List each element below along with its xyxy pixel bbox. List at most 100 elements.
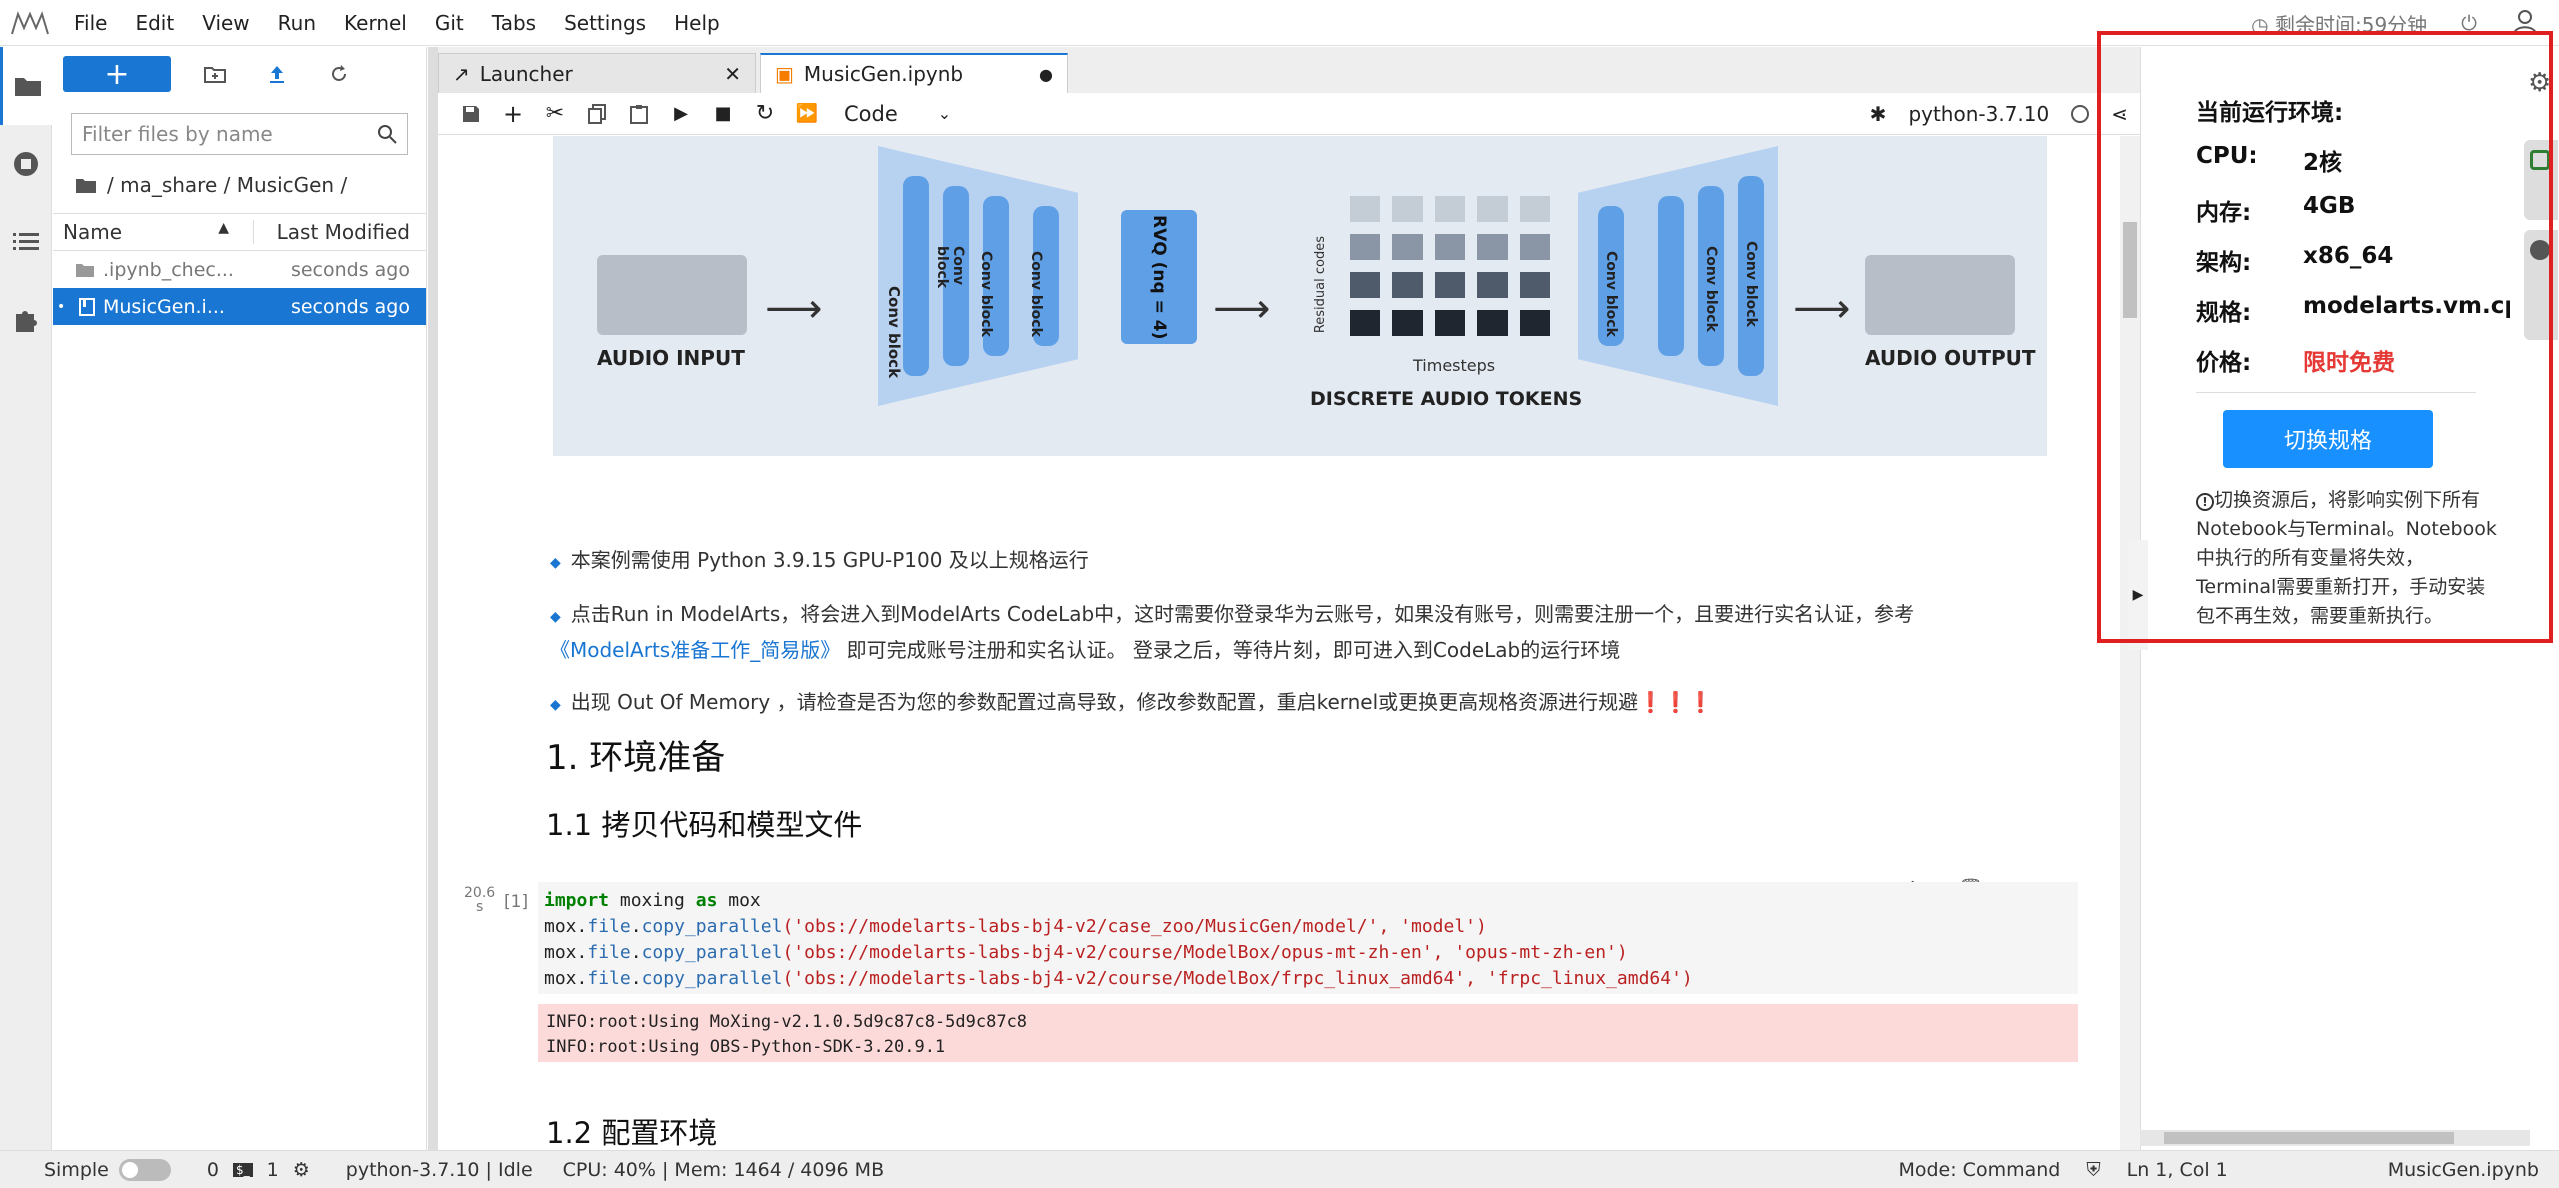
stack-icon <box>2530 240 2550 260</box>
refresh-icon[interactable] <box>321 56 357 92</box>
copy-icon[interactable] <box>576 93 618 135</box>
menu-tabs[interactable]: Tabs <box>491 10 537 35</box>
arch-label: 架构: <box>2196 250 2252 276</box>
search-icon <box>378 125 397 144</box>
running-icon[interactable] <box>0 125 52 203</box>
jupyter-logo <box>0 0 60 46</box>
run-icon[interactable]: ▶ <box>674 103 688 124</box>
mode-indicator[interactable]: Mode: Command <box>1898 1158 2061 1181</box>
arch-value: x86_64 <box>2303 243 2394 269</box>
env-title: 当前运行环境: <box>2196 100 2344 126</box>
upload-icon[interactable] <box>259 56 295 92</box>
file-browser: + Filter files by name / ma_share / Musi… <box>53 47 427 1150</box>
scrollbar-thumb[interactable] <box>2123 222 2137 318</box>
kernel-gear-icon: ⚙ <box>292 1158 310 1181</box>
layers-icon <box>2530 150 2550 170</box>
notebook-content: AUDIO INPUT ⟶ Conv block Conv block Conv… <box>438 136 2120 1150</box>
file-browser-toolbar: + <box>53 47 426 101</box>
file-list-header: Name▲ Last Modified <box>53 213 426 251</box>
kernel-count[interactable]: 1 <box>266 1158 279 1181</box>
name-column-header[interactable]: Name▲ <box>63 220 229 244</box>
audio-output-waveform <box>1865 255 2015 335</box>
exclamation-icons: ❗❗❗ <box>1638 690 1713 714</box>
new-launcher-button[interactable]: + <box>63 56 171 92</box>
share-icon[interactable]: ⋖ <box>2111 101 2128 126</box>
horizontal-scrollbar[interactable] <box>2140 1130 2530 1146</box>
file-filter-input[interactable]: Filter files by name <box>71 113 408 155</box>
folder-icon[interactable] <box>75 176 97 194</box>
mem-label: 内存: <box>2196 200 2252 226</box>
menu-run[interactable]: Run <box>277 10 317 35</box>
menu-git[interactable]: Git <box>434 10 464 35</box>
arrow-icon: ⟶ <box>1213 286 1271 332</box>
cpu-value: 2核 <box>2303 150 2343 176</box>
save-icon[interactable] <box>450 93 492 135</box>
conv-block <box>1658 196 1684 356</box>
conv-block <box>1738 176 1764 376</box>
kernel-status[interactable]: python-3.7.10 | Idle <box>345 1158 533 1181</box>
running-dot-icon: • <box>57 298 66 315</box>
menu-settings[interactable]: Settings <box>564 10 647 35</box>
menu-file[interactable]: File <box>74 10 108 35</box>
power-icon[interactable]: ⏻ <box>2461 11 2477 35</box>
heading-copy-code: 1.1 拷贝代码和模型文件 <box>546 808 863 842</box>
arrow-icon: ⟶ <box>1793 286 1851 332</box>
gear-icon[interactable]: ⚙ <box>2528 68 2552 98</box>
divider <box>2196 392 2476 393</box>
notebook-icon: ▣ <box>775 62 794 86</box>
add-cell-icon[interactable]: + <box>502 99 524 128</box>
toc-icon[interactable] <box>0 203 52 281</box>
cut-icon[interactable]: ✂ <box>545 101 565 126</box>
run-all-icon[interactable]: ⏩ <box>795 103 819 124</box>
unsaved-dot-icon[interactable]: ● <box>1039 64 1053 84</box>
resource-usage: CPU: 40% | Mem: 1464 / 4096 MB <box>562 1158 885 1181</box>
code-cell[interactable]: import moxing as mox mox.file.copy_paral… <box>538 882 2078 994</box>
scrollbar-thumb[interactable] <box>2164 1132 2454 1144</box>
debugger-icon[interactable]: ✱ <box>1869 101 1887 126</box>
paste-icon[interactable] <box>618 93 660 135</box>
switch-spec-button[interactable]: 切换规格 <box>2223 410 2433 468</box>
modelarts-guide-link[interactable]: 《ModelArts准备工作_简易版》 <box>550 638 841 662</box>
settings-shield-icon[interactable]: ⛨ <box>2086 1158 2101 1181</box>
panel-splitter[interactable] <box>428 47 438 1150</box>
cell-type-select[interactable]: Code ⌄ <box>844 101 952 126</box>
arrow-icon: ⟶ <box>765 286 823 332</box>
terminal-count[interactable]: 0 <box>206 1158 219 1181</box>
cursor-position[interactable]: Ln 1, Col 1 <box>2126 1158 2228 1181</box>
simple-mode-toggle[interactable] <box>118 1158 171 1181</box>
notebook-area: ↗Launcher ✕ ▣MusicGen.ipynb ● + ✂ ▶ ■ ↻ … <box>438 47 2140 1150</box>
menu-help[interactable]: Help <box>674 10 720 35</box>
switch-notice: !切换资源后，将影响实例下所有Notebook与Terminal。Noteboo… <box>2196 489 2497 627</box>
tab-musicgen[interactable]: ▣MusicGen.ipynb ● <box>760 53 1068 93</box>
file-row[interactable]: .ipynb_chec... seconds ago <box>53 251 426 288</box>
collapse-panel-icon[interactable]: ▶ <box>2128 540 2148 650</box>
cell-prompt: [1] <box>504 892 529 912</box>
kernel-name[interactable]: python-3.7.10 <box>1908 101 2050 126</box>
bullet-item: ◆本案例需使用 Python 3.9.15 GPU-P100 及以上规格运行 <box>550 548 1089 572</box>
tab-launcher[interactable]: ↗Launcher ✕ <box>438 53 756 93</box>
kernel-status-icon <box>2071 104 2090 123</box>
conv-block <box>1598 206 1624 346</box>
extension-icon[interactable] <box>0 281 52 359</box>
conv-block <box>1698 186 1724 366</box>
bullet-item: ◆出现 Out Of Memory ，请检查是否为您的参数配置过高导致，修改参数… <box>550 690 1713 714</box>
modified-column-header[interactable]: Last Modified <box>253 220 426 244</box>
spec-label: 规格: <box>2196 300 2252 326</box>
menu-edit[interactable]: Edit <box>135 10 175 35</box>
folder-icon[interactable] <box>0 47 52 125</box>
stop-icon[interactable]: ■ <box>714 103 732 124</box>
menu-kernel[interactable]: Kernel <box>344 10 407 35</box>
new-folder-icon[interactable] <box>197 56 233 92</box>
menu-view[interactable]: View <box>202 10 250 35</box>
cell-output: INFO:root:Using MoXing-v2.1.0.5d9c87c8-5… <box>538 1004 2078 1062</box>
chevron-down-icon: ⌄ <box>937 104 952 123</box>
diamond-bullet-icon: ◆ <box>550 697 561 713</box>
close-icon[interactable]: ✕ <box>724 61 741 86</box>
file-row[interactable]: • MusicGen.i... seconds ago <box>53 288 426 325</box>
token-grid <box>1350 196 1550 336</box>
conv-block <box>943 186 969 366</box>
folder-icon <box>53 262 103 278</box>
highlight-box <box>2097 31 2553 643</box>
restart-icon[interactable]: ↻ <box>755 101 775 126</box>
